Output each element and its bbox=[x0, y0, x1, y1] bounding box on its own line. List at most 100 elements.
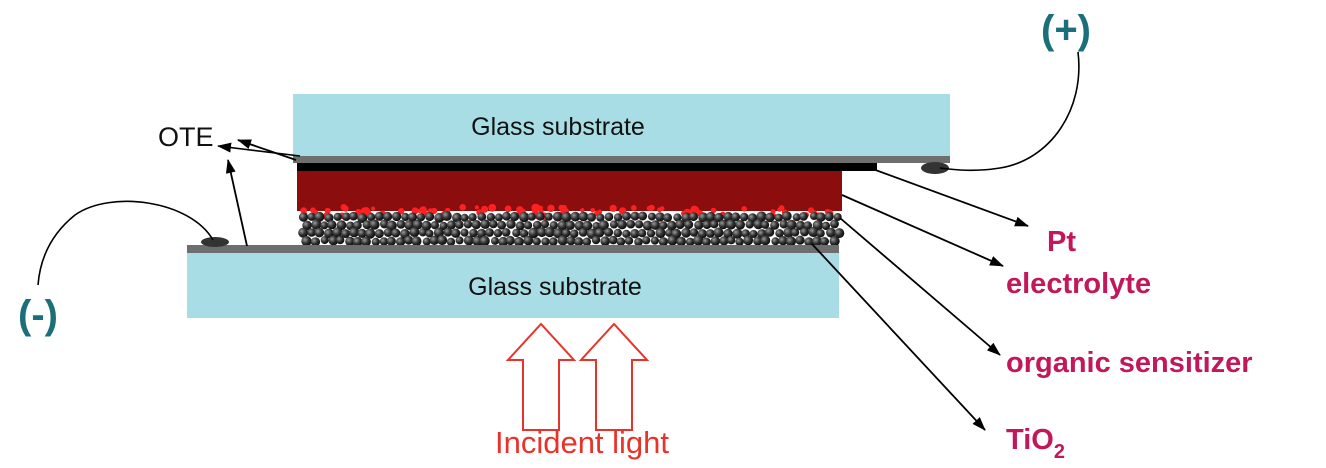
tio2-particle bbox=[598, 220, 609, 231]
tio2-particle bbox=[574, 237, 584, 247]
tio2-particle bbox=[433, 227, 444, 238]
tio2-particle bbox=[460, 228, 469, 237]
tio2-particle bbox=[391, 228, 401, 238]
tio2-particle bbox=[416, 213, 426, 222]
tio2-particle bbox=[379, 237, 389, 246]
sensitizer-dot bbox=[417, 208, 422, 213]
sensitizer-dot bbox=[431, 207, 438, 215]
tio2-particle bbox=[561, 211, 572, 223]
ote-arrow-bottom bbox=[225, 159, 248, 247]
tio2-particle bbox=[557, 235, 568, 246]
tio2-particle bbox=[439, 221, 448, 231]
tio2-particle bbox=[676, 236, 686, 247]
tio2-particle bbox=[374, 229, 384, 239]
tio2-particle bbox=[705, 229, 715, 238]
tio2-particle bbox=[512, 228, 521, 238]
tio2-particle bbox=[582, 220, 593, 231]
tio2-particle bbox=[498, 236, 509, 247]
electrolyte-label: electrolyte bbox=[1006, 268, 1151, 300]
tio2-particle bbox=[753, 219, 764, 230]
tio2-particle bbox=[497, 220, 507, 230]
tio2-particle bbox=[667, 220, 677, 231]
tio2-particle bbox=[735, 237, 744, 246]
tio2-particle bbox=[622, 229, 631, 238]
tio2-particle bbox=[634, 237, 643, 247]
sensitizer-dot bbox=[324, 207, 331, 214]
electrolyte-arrow bbox=[841, 194, 1004, 267]
tio2-particle bbox=[401, 212, 410, 222]
tio2-particle bbox=[829, 236, 840, 247]
sensitizer-dot bbox=[609, 204, 617, 212]
tio2-particle bbox=[650, 220, 661, 230]
glass-substrate-top-label: Glass substrate bbox=[471, 113, 645, 141]
tio2-particle bbox=[349, 211, 358, 221]
tio2-particle bbox=[650, 236, 660, 245]
tio2-particle bbox=[383, 211, 393, 222]
tio2-particle bbox=[429, 235, 440, 245]
tio2-particle bbox=[673, 213, 682, 222]
tio2-particle bbox=[743, 235, 754, 246]
tio2-particle bbox=[515, 221, 525, 231]
sensitizer-dot bbox=[559, 205, 567, 213]
tio2-label-main: TiO bbox=[1006, 424, 1054, 456]
contact-blob-positive bbox=[921, 162, 949, 174]
tio2-particle bbox=[578, 228, 588, 237]
tio2-particle bbox=[710, 236, 721, 246]
tio2-particle bbox=[425, 229, 434, 238]
tio2-particle bbox=[833, 213, 842, 221]
tio2-particle bbox=[731, 212, 741, 222]
tio2-particle bbox=[412, 219, 423, 230]
pt-label: Pt bbox=[1047, 226, 1076, 258]
sensitizer-dot bbox=[504, 205, 512, 213]
sensitizer-dot bbox=[659, 206, 665, 212]
sensitizer-dot bbox=[590, 208, 595, 213]
tio2-particle bbox=[718, 219, 728, 230]
tio2-particle bbox=[342, 212, 351, 221]
tio2-particle bbox=[535, 211, 545, 221]
tio2-particle bbox=[790, 228, 800, 237]
sensitizer-arrow bbox=[839, 217, 1001, 356]
tio2-label: TiO2 bbox=[1006, 424, 1065, 463]
tio2-particle bbox=[800, 227, 809, 237]
tio2-particle bbox=[552, 211, 563, 222]
tio2-particle bbox=[624, 236, 634, 245]
sensitizer-dot bbox=[531, 203, 540, 212]
tio2-particle bbox=[371, 237, 380, 246]
tio2-particle bbox=[460, 213, 469, 222]
tio2-particle bbox=[795, 235, 805, 245]
tio2-particle bbox=[452, 212, 462, 223]
tio2-particle bbox=[434, 212, 445, 223]
tio2-particle bbox=[821, 221, 831, 231]
tio2-particle bbox=[834, 228, 845, 239]
tio2-particle bbox=[472, 235, 483, 247]
tio2-particle bbox=[622, 211, 631, 221]
tio2-particle bbox=[307, 228, 316, 237]
tio2-particle bbox=[407, 212, 418, 222]
sensitizer-dot bbox=[547, 204, 555, 212]
tio2-particle bbox=[642, 220, 653, 231]
tio2-particle bbox=[446, 220, 456, 230]
tio2-particle bbox=[770, 220, 780, 230]
ote-layer-bottom bbox=[187, 245, 839, 253]
tio2-particle bbox=[298, 212, 309, 222]
tio2-particle bbox=[810, 212, 818, 220]
sensitizer-dot bbox=[646, 205, 652, 211]
tio2-particle bbox=[820, 237, 829, 246]
tio2-particle bbox=[646, 229, 656, 238]
tio2-particle bbox=[779, 220, 788, 229]
tio2-particle bbox=[365, 228, 376, 239]
tio2-particle bbox=[698, 212, 709, 223]
tio2-particle bbox=[675, 219, 685, 230]
tio2-particle bbox=[411, 236, 422, 247]
tio2-particle bbox=[471, 220, 481, 230]
tio2-particle bbox=[561, 228, 571, 238]
tio2-particle bbox=[604, 212, 614, 222]
tio2-particle bbox=[455, 220, 464, 229]
terminal-negative: (-) bbox=[18, 293, 58, 337]
tio2-particle bbox=[320, 236, 329, 245]
sensitizer-dot bbox=[488, 203, 497, 212]
tio2-particle bbox=[477, 212, 487, 222]
tio2-particle bbox=[710, 220, 719, 229]
tio2-particle bbox=[345, 236, 355, 247]
